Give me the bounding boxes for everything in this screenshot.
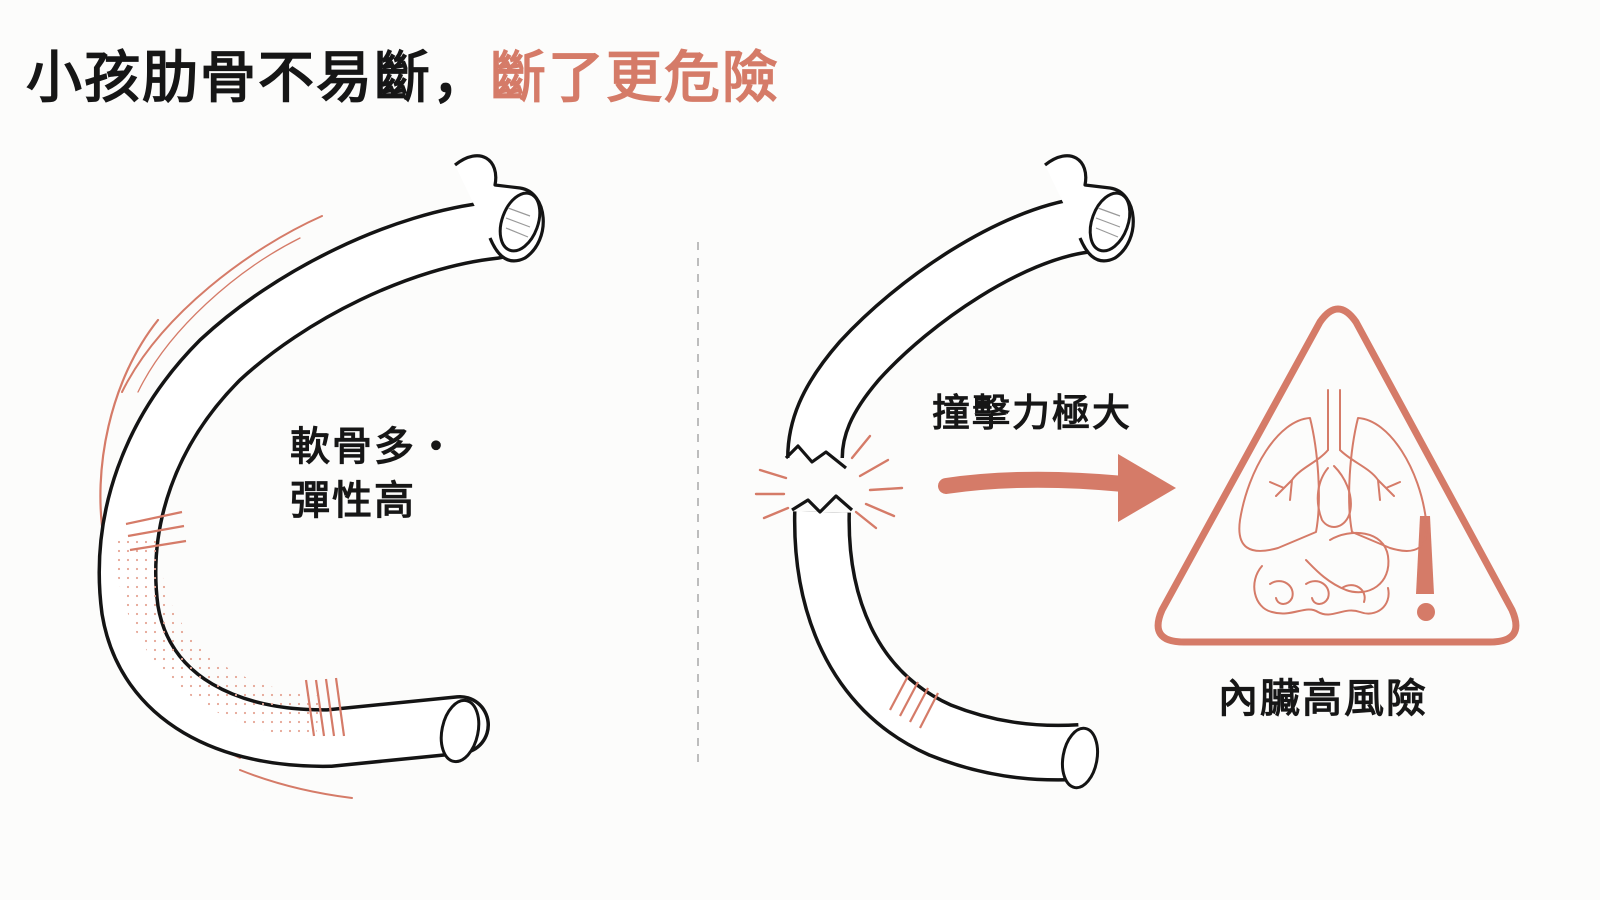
internal-organs-icon: [1238, 389, 1428, 616]
organ-risk-label: 內臟高風險: [1218, 676, 1428, 722]
impact-burst: [754, 434, 904, 530]
title-part-1: 小孩肋骨不易斷，: [26, 46, 490, 111]
impact-label: 撞擊力極大: [932, 391, 1133, 435]
warning-triangle-icon: [1154, 305, 1520, 646]
flexible-rib: [97, 154, 545, 799]
main-title: 小孩肋骨不易斷，斷了更危險: [26, 48, 780, 110]
cartilage-label: 軟骨多・ 彈性高: [290, 420, 458, 528]
cartilage-label-line-2: 彈性高: [290, 478, 416, 524]
fractured-rib: [784, 154, 1135, 790]
title-part-2: 斷了更危險: [490, 46, 780, 111]
arrow-right-icon: [938, 454, 1176, 522]
cartilage-label-line-1: 軟骨多・: [290, 424, 458, 470]
